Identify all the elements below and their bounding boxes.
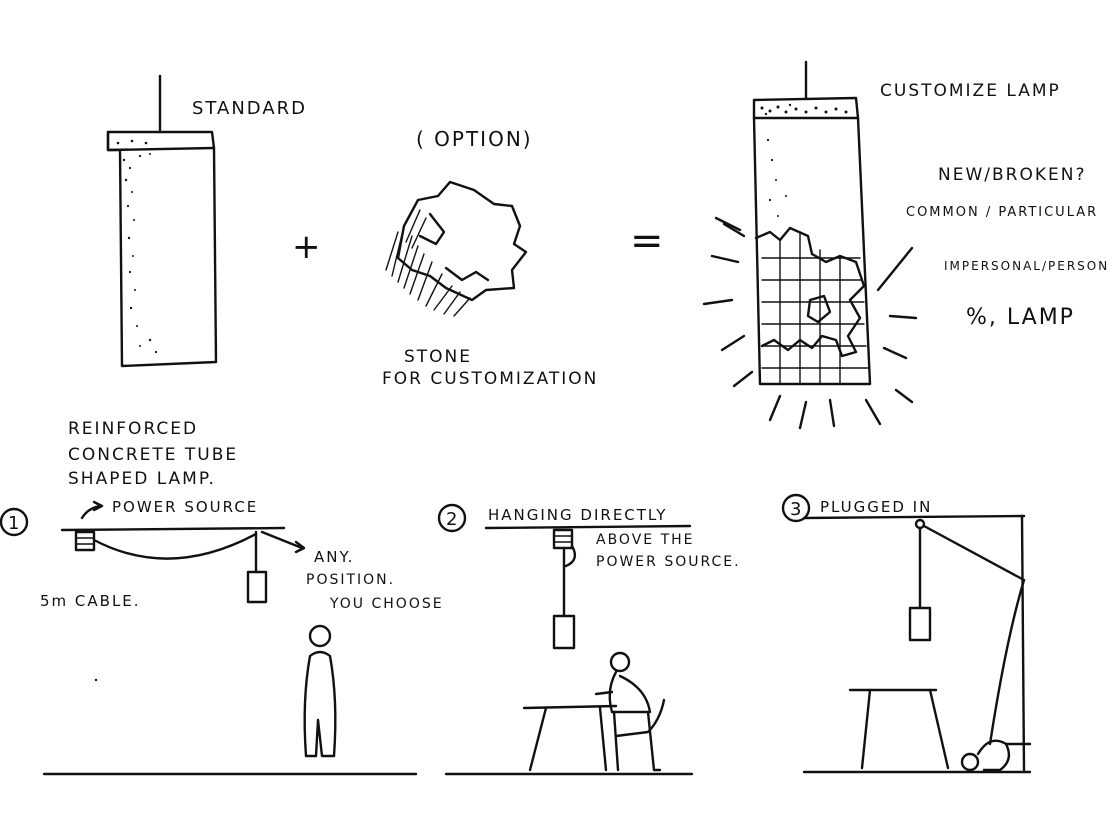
any-label: ANY.: [314, 548, 354, 566]
description-line-1: REINFORCED: [68, 419, 198, 439]
lamp-description: REINFORCED CONCRETE TUBE SHAPED LAMP.: [68, 419, 238, 489]
impersonal-personal-label: IMPERSONAL/PERSON: [944, 259, 1109, 273]
stone-label: STONE: [404, 347, 472, 367]
customize-lamp-label: CUSTOMIZE LAMP: [880, 81, 1061, 101]
position-label: POSITION.: [306, 572, 395, 588]
common-particular-label: COMMON / PARTICULAR: [906, 205, 1098, 220]
new-broken-label: NEW/BROKEN?: [938, 165, 1086, 185]
power-source-label: POWER SOURCE: [112, 498, 258, 516]
percent-lamp-label: %, LAMP: [966, 305, 1075, 330]
standard-label: STANDARD: [192, 98, 307, 119]
stone-customization-label: FOR CUSTOMIZATION: [382, 369, 598, 389]
cable-label: 5m CABLE.: [40, 592, 141, 610]
plus-sign: +: [292, 227, 323, 267]
standard-lamp: STANDARD: [106, 74, 307, 368]
scenario-3: 3 PLUGGED IN: [781, 493, 1032, 774]
stone-sketch: ( OPTION) STONE FOR CUSTOMIZATION: [382, 127, 598, 389]
you-choose-label: YOU CHOOSE: [329, 596, 444, 612]
description-line-3: SHAPED LAMP.: [68, 469, 216, 489]
scenario-2: 2 HANGING DIRECTLY ABOVE THE POWER SOURC…: [437, 503, 741, 776]
hanging-directly-label: HANGING DIRECTLY: [488, 506, 667, 524]
above-the-label: ABOVE THE: [596, 532, 695, 548]
description-line-2: CONCRETE TUBE: [68, 445, 238, 465]
customized-lamp: [702, 60, 918, 430]
option-label: ( OPTION): [416, 127, 533, 151]
power-source-2-label: POWER SOURCE.: [596, 554, 741, 570]
scenario-1-number: 1: [8, 513, 21, 534]
plugged-in-label: PLUGGED IN: [820, 498, 932, 516]
scenario-3-number: 3: [790, 499, 803, 520]
scenario-1: 1 POWER SOURCE ANY. POSITION. YOU CHOOSE…: [0, 498, 444, 776]
equals-sign: =: [630, 218, 666, 264]
customize-notes: CUSTOMIZE LAMP NEW/BROKEN? COMMON / PART…: [880, 81, 1109, 330]
scenario-2-number: 2: [446, 509, 459, 530]
